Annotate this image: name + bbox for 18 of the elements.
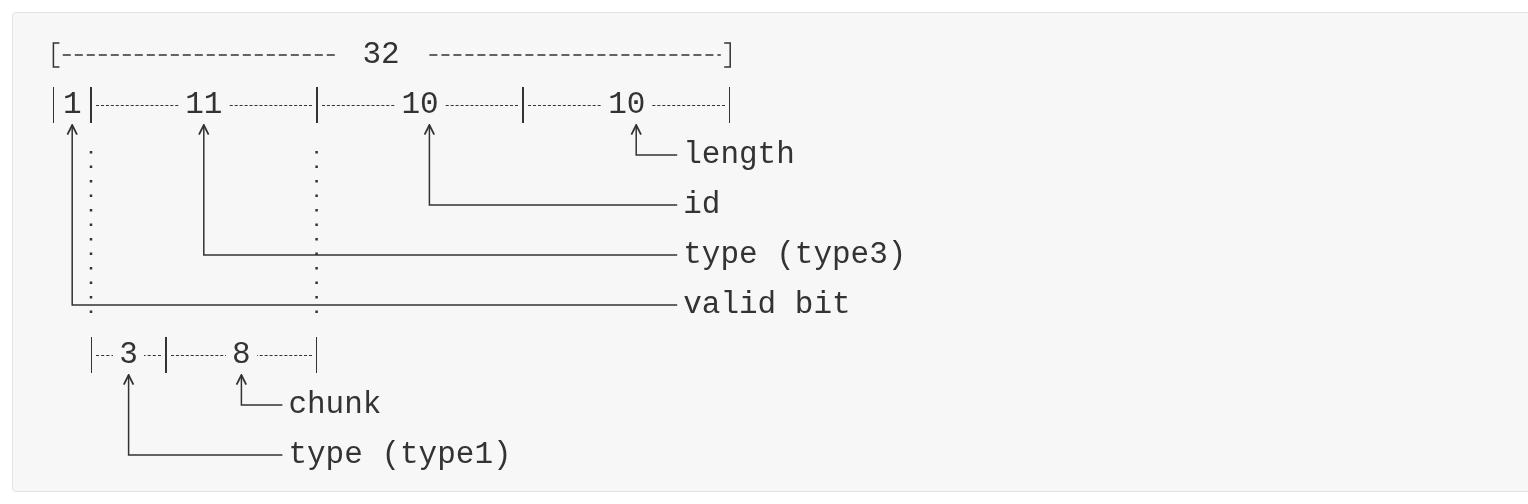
leader-line (66, 124, 678, 306)
field-name: valid bit (683, 287, 851, 323)
bit-field (166, 337, 317, 373)
bit-field (523, 87, 731, 123)
field-name: length (683, 137, 795, 173)
dimension-value: 32 (362, 36, 400, 74)
bit-field (91, 87, 317, 123)
leader-line (235, 374, 284, 406)
bit-field (91, 337, 167, 373)
field-name: chunk (288, 387, 382, 423)
field-name: type (type1) (288, 437, 512, 473)
field-name: id (683, 187, 721, 223)
field-name: type (type3) (683, 237, 907, 273)
leader-line (198, 124, 678, 256)
bit-field (316, 87, 524, 123)
leader-line (122, 374, 284, 456)
leader-line (423, 124, 678, 206)
leader-line (630, 124, 678, 156)
